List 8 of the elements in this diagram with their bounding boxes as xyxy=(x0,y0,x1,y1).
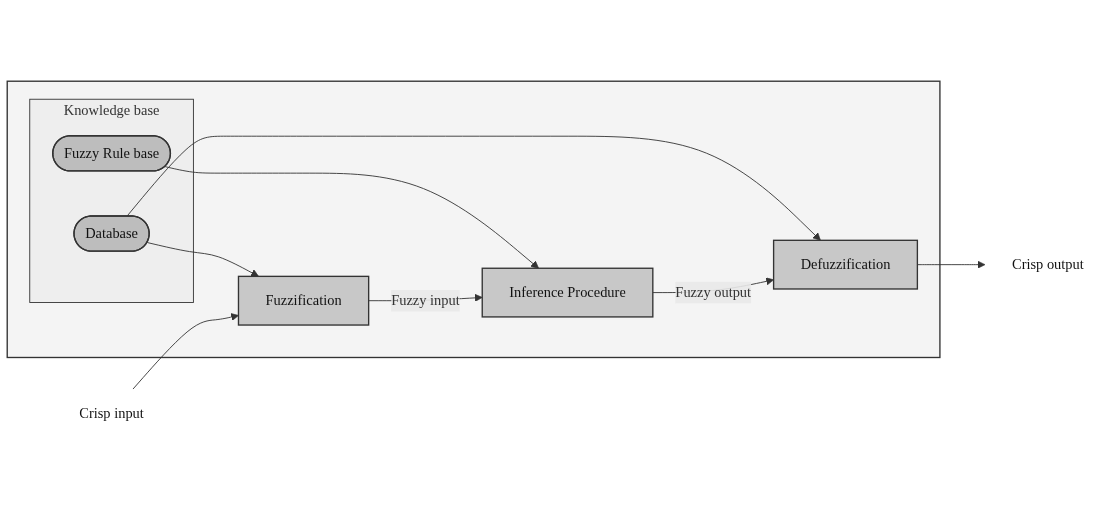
cluster xyxy=(6,80,941,358)
node-box: Defuzzification xyxy=(772,239,919,290)
node-box: Fuzzification xyxy=(237,275,370,326)
node-box: Inference Procedure xyxy=(481,267,654,318)
node-text: Crisp output xyxy=(1012,256,1084,272)
edge-label: Fuzzy output xyxy=(675,284,752,300)
edge-label: Fuzzy input xyxy=(391,292,460,308)
node-text: Crisp input xyxy=(79,404,144,421)
